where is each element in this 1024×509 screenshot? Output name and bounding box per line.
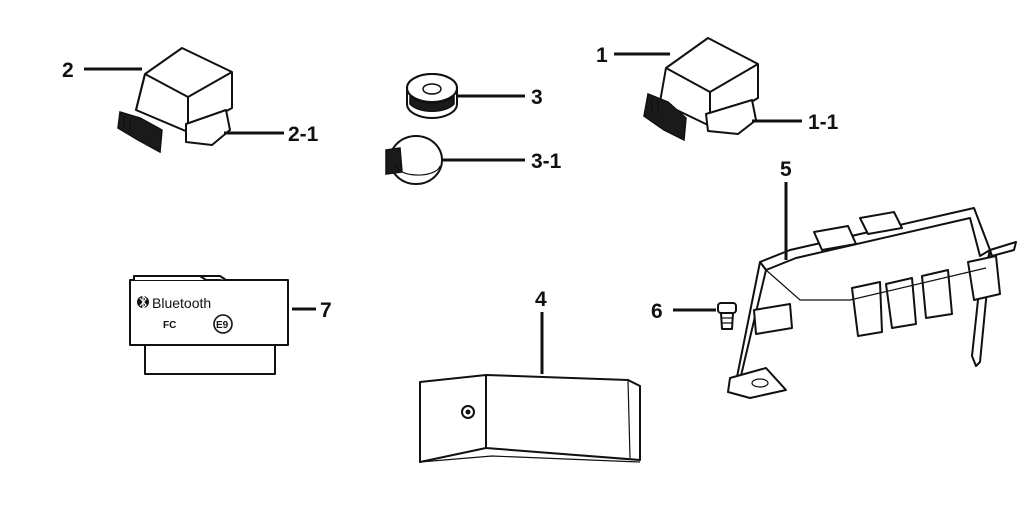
callout-2-1: 2-1 xyxy=(288,123,319,146)
leader-lines xyxy=(84,52,802,374)
callout-6: 6 xyxy=(651,300,663,323)
part-3-grommet xyxy=(406,73,458,119)
part-1-relay xyxy=(643,37,759,142)
part-2-1-connector xyxy=(185,109,231,146)
callout-3-1: 3-1 xyxy=(531,150,562,173)
part-3-1-clip xyxy=(385,135,443,185)
callout-7: 7 xyxy=(320,299,332,322)
fcc-mark: FC xyxy=(163,320,176,331)
cert-mark: E9 xyxy=(216,320,229,331)
cert-mark-icon xyxy=(213,314,233,334)
part-7-bluetooth-module: Bluetooth FC E9 xyxy=(129,275,289,375)
part-4-cover xyxy=(419,374,641,463)
callout-1-1: 1-1 xyxy=(808,111,839,134)
callout-4: 4 xyxy=(535,288,547,311)
bluetooth-icon xyxy=(137,294,149,310)
callout-5: 5 xyxy=(780,158,792,181)
part-5-bracket xyxy=(727,207,1017,399)
part-1-1-connector xyxy=(705,99,757,135)
part-6-screw xyxy=(717,302,737,330)
bluetooth-label: Bluetooth xyxy=(152,295,211,311)
part-2-relay xyxy=(117,47,233,154)
callout-1: 1 xyxy=(596,44,608,67)
callout-3: 3 xyxy=(531,86,543,109)
callout-2: 2 xyxy=(62,59,74,82)
